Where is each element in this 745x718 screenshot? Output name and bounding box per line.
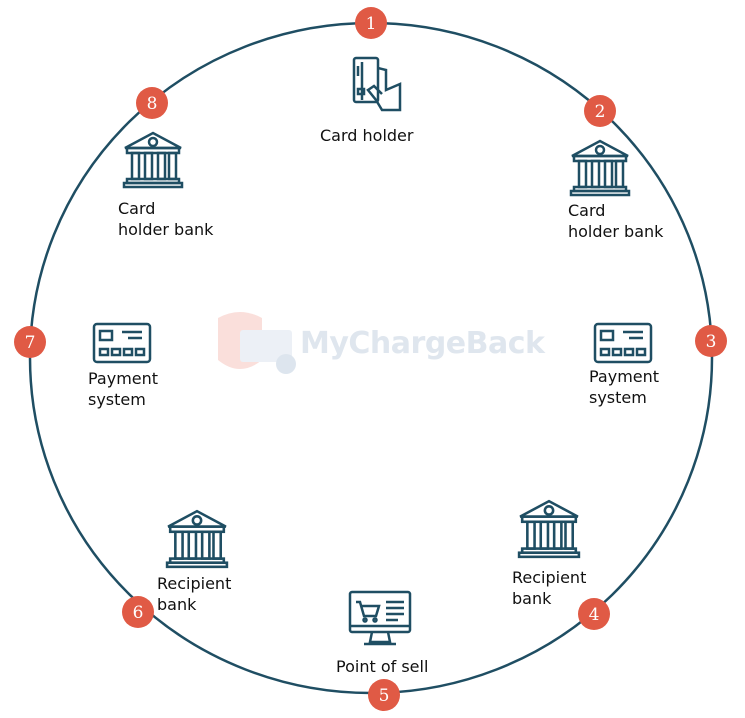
svg-text:6: 6 [133, 603, 144, 623]
svg-text:4: 4 [589, 605, 600, 625]
bank-icon [122, 131, 184, 189]
label-card-holder-bank-right: Card holder bank [568, 201, 664, 241]
bank-icon [165, 509, 229, 569]
step-badge-6: 6 [122, 596, 154, 628]
watermark-logo [218, 312, 296, 374]
svg-text:5: 5 [379, 686, 390, 706]
step-badges: 1 2 3 4 5 6 7 8 [14, 7, 727, 711]
label-point-of-sell: Point of sell [336, 657, 429, 676]
step-badge-8: 8 [136, 87, 168, 119]
card-in-hand-icon [352, 56, 402, 112]
label-recipient-bank-left: Recipient bank [157, 574, 232, 614]
step-badge-2: 2 [584, 95, 616, 127]
payment-card-icon [593, 322, 653, 364]
step-badge-3: 3 [695, 325, 727, 357]
bank-icon [569, 139, 631, 197]
step-badge-1: 1 [355, 7, 387, 39]
svg-text:2: 2 [595, 102, 606, 122]
pos-terminal-icon [348, 590, 412, 646]
bank-icon [517, 499, 581, 559]
svg-text:7: 7 [25, 333, 36, 353]
label-payment-system-right: Payment system [589, 367, 660, 407]
step-badge-7: 7 [14, 326, 46, 358]
step-badge-4: 4 [578, 598, 610, 630]
svg-text:8: 8 [147, 94, 158, 114]
label-card-holder-bank-left: Card holder bank [118, 199, 214, 239]
watermark-text: MyChargeBack [300, 326, 545, 361]
label-recipient-bank-right: Recipient bank [512, 568, 587, 608]
payment-card-icon [92, 322, 152, 364]
svg-text:3: 3 [706, 332, 717, 352]
label-payment-system-left: Payment system [88, 369, 159, 409]
svg-text:1: 1 [366, 14, 377, 34]
step-badge-5: 5 [368, 679, 400, 711]
label-card-holder: Card holder [320, 126, 414, 145]
